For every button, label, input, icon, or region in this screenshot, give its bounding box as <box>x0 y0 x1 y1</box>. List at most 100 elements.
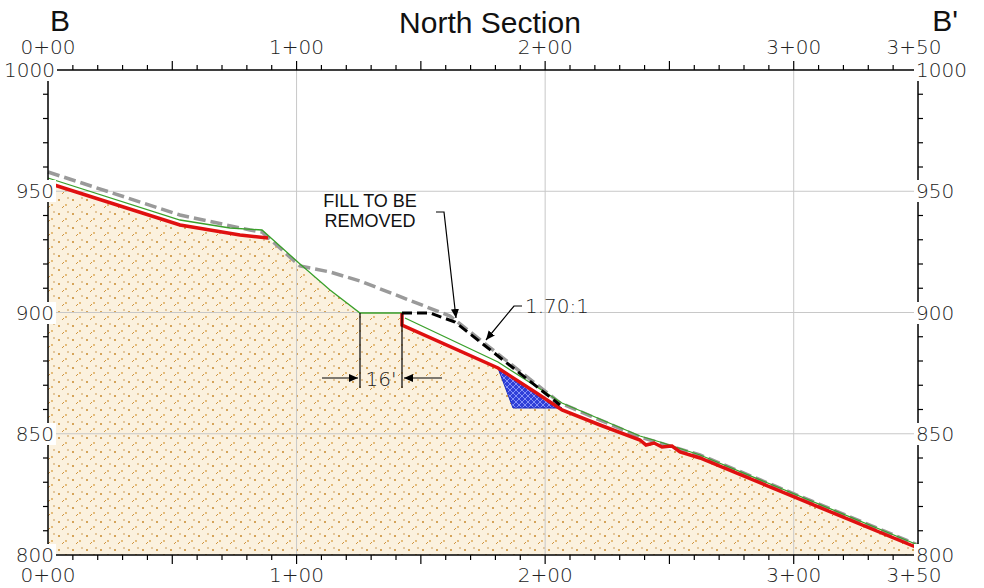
axis-tick <box>669 555 670 564</box>
axis-tick <box>893 555 894 560</box>
axis-tick <box>321 555 322 560</box>
axis-tick <box>122 555 123 560</box>
elevation-label: 800 <box>914 544 956 566</box>
bedrock-line <box>402 313 918 548</box>
axis-tick <box>619 555 620 560</box>
axis-tick <box>72 65 73 70</box>
axis-tick <box>918 263 923 264</box>
axis-tick <box>346 65 347 70</box>
axis-tick <box>43 288 48 289</box>
original-ground-line <box>48 172 918 545</box>
axis-tick <box>594 65 595 70</box>
axis-tick <box>644 555 645 560</box>
grid-line <box>48 191 918 192</box>
axis-tick <box>569 65 570 70</box>
axis-tick <box>918 94 923 95</box>
axis-tick <box>644 65 645 70</box>
axis-tick <box>371 65 372 70</box>
axis-tick <box>43 457 48 458</box>
axis-tick <box>868 555 869 560</box>
axis-tick <box>197 65 198 70</box>
axis-tick <box>296 61 297 70</box>
axis-tick <box>221 65 222 70</box>
elevation-label: 950 <box>14 180 56 202</box>
axis-tick <box>868 65 869 70</box>
axis-tick <box>918 239 923 240</box>
axis-tick <box>918 385 923 386</box>
axis-tick <box>321 65 322 70</box>
grid-line <box>48 433 918 434</box>
axis-tick <box>43 94 48 95</box>
station-label: 0+00 <box>21 36 76 58</box>
slope-label: 1.70:1 <box>525 295 589 317</box>
axis-tick <box>918 482 923 483</box>
axis-tick <box>43 506 48 507</box>
station-label: 1+00 <box>269 36 324 58</box>
axis-tick <box>918 142 923 143</box>
axis-tick <box>420 61 421 70</box>
axis-tick <box>271 555 272 560</box>
axis-tick <box>43 409 48 410</box>
proposed-grade-line <box>405 318 918 545</box>
axis-tick <box>918 530 923 531</box>
axis-tick <box>246 65 247 70</box>
axis-tick <box>172 61 173 70</box>
station-label: 1+00 <box>269 564 324 586</box>
section-label: B' <box>932 4 958 37</box>
section-title: North Section <box>399 6 581 39</box>
axis-tick <box>43 530 48 531</box>
axis-tick <box>818 65 819 70</box>
axis-tick <box>619 65 620 70</box>
axis-tick <box>918 409 923 410</box>
axis-tick <box>893 65 894 70</box>
axis-tick <box>719 65 720 70</box>
axis-tick <box>545 555 546 564</box>
axis-tick <box>445 65 446 70</box>
callout-note: FILL TO BE REMOVED <box>305 192 435 232</box>
axis-tick <box>271 65 272 70</box>
axis-tick <box>545 61 546 70</box>
soil-fill <box>48 183 918 555</box>
axis-tick <box>43 336 48 337</box>
axis-tick <box>495 555 496 560</box>
axis-tick <box>768 555 769 560</box>
axis-tick <box>43 385 48 386</box>
axis-tick <box>122 65 123 70</box>
leader-lines <box>436 212 522 340</box>
plot-frame <box>48 70 918 555</box>
section-label: B <box>50 4 70 37</box>
dimension-label: 16' <box>366 368 397 390</box>
axis-tick <box>346 555 347 560</box>
fill-removal-line <box>402 313 560 405</box>
axis-tick <box>43 142 48 143</box>
station-label: 3+50 <box>887 36 942 58</box>
axis-tick <box>768 65 769 70</box>
elevation-label: 950 <box>914 180 956 202</box>
axis-tick <box>694 555 695 560</box>
axis-tick <box>43 263 48 264</box>
axis-tick <box>743 555 744 560</box>
axis-tick <box>43 118 48 119</box>
station-label: 3+00 <box>766 564 821 586</box>
axis-tick <box>918 457 923 458</box>
axis-tick <box>246 555 247 560</box>
axis-tick <box>371 555 372 560</box>
axis-tick <box>72 555 73 560</box>
axis-tick <box>197 555 198 560</box>
axis-tick <box>221 555 222 560</box>
axis-tick <box>43 215 48 216</box>
axis-tick <box>818 555 819 560</box>
axis-tick <box>395 555 396 560</box>
axis-tick <box>296 555 297 564</box>
axis-tick <box>470 555 471 560</box>
axis-tick <box>172 555 173 564</box>
axis-tick <box>97 65 98 70</box>
axis-tick <box>719 555 720 560</box>
axis-tick <box>495 65 496 70</box>
axis-tick <box>43 360 48 361</box>
elevation-label: 800 <box>14 544 56 566</box>
station-label: 3+50 <box>887 564 942 586</box>
axis-tick <box>43 166 48 167</box>
axis-tick <box>43 239 48 240</box>
